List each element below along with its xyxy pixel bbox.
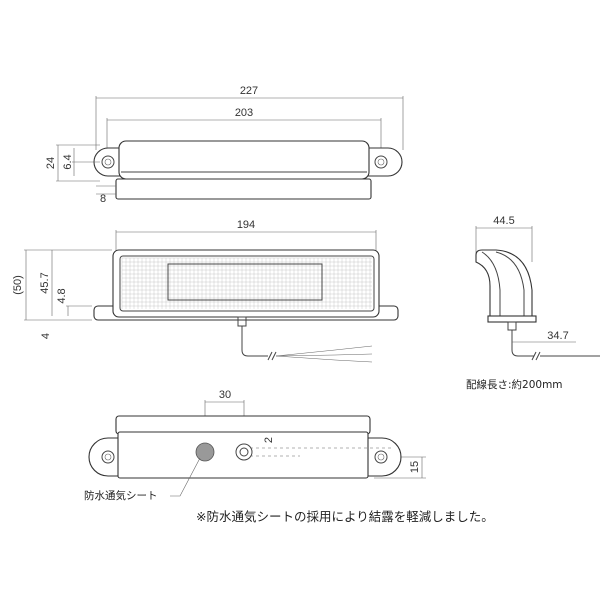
cable-exit-inner-icon [239,447,249,457]
mount-hole-right-inner-icon [377,158,385,166]
cable-wire-2 [275,353,373,357]
dim-30-label: 30 [219,389,231,401]
dim-8-label: 8 [100,193,106,205]
mount-hole-right-icon [374,155,388,169]
top-view: 227 203 24 6.4 8 [45,85,404,205]
cable-exit-outer-icon [235,443,253,461]
wiring-length-label: 配線長さ:約200mm [466,378,563,391]
dim-2-label: 2 [263,437,275,443]
note-text: ※防水通気シートの採用により結露を軽減しました。 [196,509,494,524]
mount-hole-left-inner-icon [104,158,112,166]
side-base [487,315,537,323]
dim-34-7-label: 34.7 [547,330,568,342]
bottom-hole-left-icon [101,450,115,464]
bottom-view: 30 2 15 防水通気シート [84,389,426,502]
vent-sheet-label: 防水通気シート [84,489,158,502]
dim-50-label: (50) [12,275,24,295]
cable-break-icon [267,351,277,361]
lens-window [167,263,323,301]
bottom-hole-right-icon [374,450,388,464]
mount-hole-left-icon [101,155,115,169]
side-cable-path [511,330,534,357]
side-connector [507,321,517,331]
side-cable-break-icon [531,351,541,361]
dim-194-label: 194 [237,219,255,231]
dim-6-4-label: 6.4 [62,154,74,169]
dim-45-7-label: 45.7 [39,272,51,293]
bottom-hole-right-inner-icon [377,453,385,461]
dim-15-label: 15 [409,461,421,473]
top-body-lower [115,178,372,200]
dim-227-label: 227 [240,85,258,97]
bottom-hole-left-inner-icon [104,453,112,461]
side-inner-curve [495,251,525,316]
dim-4-8-label: 4.8 [56,288,68,303]
vent-sheet-icon [195,442,215,462]
side-lens-edge [481,251,501,316]
dim-4-label: 4 [40,333,52,339]
dim-44-5-label: 44.5 [493,215,514,227]
cable-wire-1 [275,345,373,357]
top-body-outline [118,140,370,180]
bottom-body-outline [117,431,369,479]
side-body-outline [475,249,533,317]
lens-grid-area [119,255,375,312]
dim-203-label: 203 [235,107,253,119]
side-view: 44.5 34.7 配線長さ:約200mm [466,215,600,391]
front-view: 194 (50) 45.7 4.8 4 [12,219,399,363]
vent-sheet-leader [170,457,201,497]
bottom-top-edge [115,415,371,435]
cable-path [241,326,268,357]
dim-24-label: 24 [45,157,57,169]
cable-wire-3 [275,355,373,363]
